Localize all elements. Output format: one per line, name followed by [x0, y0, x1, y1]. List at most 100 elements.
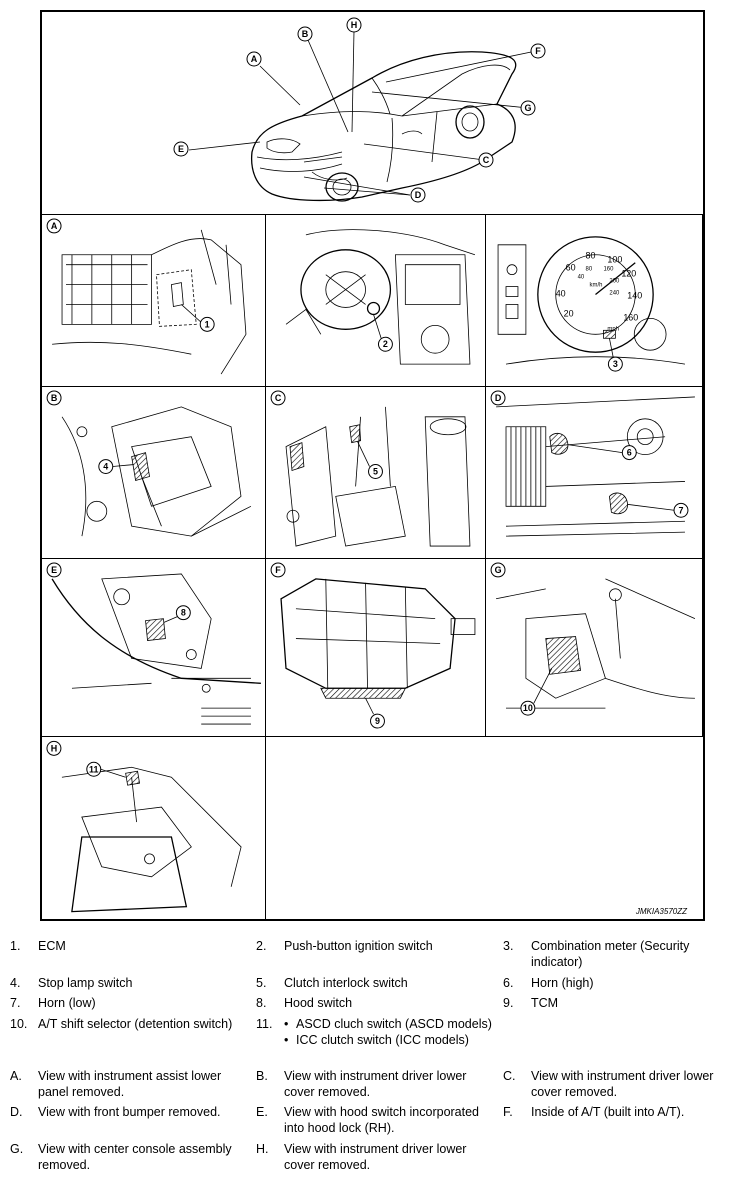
ascd-clutch-switch: ASCD cluch switch (ASCD models)	[284, 1016, 494, 1032]
panel-F: F 9	[266, 559, 486, 737]
panel-G: G 10	[486, 559, 703, 737]
panel-E-letter: E	[46, 562, 62, 578]
svg-text:C: C	[275, 393, 282, 403]
legend-item-1: 1.ECM	[10, 939, 66, 953]
speed-140: 140	[627, 291, 642, 301]
svg-text:9: 9	[375, 716, 380, 726]
legend-item-11-bullets: ASCD cluch switch (ASCD models) ICC clut…	[284, 1016, 494, 1048]
empty-panel	[266, 737, 703, 919]
speed-60: 60	[566, 263, 576, 273]
panel-combination-meter: 20 40 60 80 100 120 140 160 km/h mph 40 …	[486, 215, 703, 387]
km-40: 40	[578, 275, 585, 281]
svg-text:B: B	[302, 29, 309, 39]
svg-text:4: 4	[103, 462, 108, 472]
legend-item-6: 6.Horn (high)	[503, 976, 594, 990]
svg-text:F: F	[275, 565, 281, 575]
legend-item-11: 11. ASCD cluch switch (ASCD models) ICC …	[256, 1016, 494, 1048]
panel-H-letter: H	[46, 740, 62, 756]
svg-text:8: 8	[181, 608, 186, 618]
callout-11: 11	[86, 761, 102, 777]
car-overview: A B H F G C E D	[42, 12, 703, 215]
svg-text:D: D	[495, 393, 502, 403]
svg-text:H: H	[351, 20, 358, 30]
panel-D: D 6 7	[486, 387, 703, 559]
speed-100: 100	[607, 255, 622, 265]
panel-D-letter: D	[490, 390, 506, 406]
speed-120: 120	[621, 269, 636, 279]
svg-text:1: 1	[205, 319, 210, 329]
legend-item-7: 7.Horn (low)	[10, 996, 96, 1010]
svg-text:3: 3	[613, 359, 618, 369]
callout-G: G	[520, 100, 536, 116]
svg-text:G: G	[495, 565, 502, 575]
callout-7: 7	[673, 502, 689, 518]
view-C: C.View with instrument driver lower cove…	[503, 1069, 714, 1099]
figure-code: JMKIA3570ZZ	[635, 907, 687, 916]
legend-item-4: 4.Stop lamp switch	[10, 976, 133, 990]
view-H: H.View with instrument driver lower cove…	[256, 1142, 467, 1172]
view-F: F.Inside of A/T (built into A/T).	[503, 1105, 685, 1119]
callout-10: 10	[520, 700, 536, 716]
panel-push-button: 2	[266, 215, 486, 387]
callout-C: C	[478, 152, 494, 168]
view-A: A.View with instrument assist lower pane…	[10, 1069, 222, 1099]
car-illustration: A B H F G C E D	[173, 17, 546, 203]
speed-20: 20	[564, 308, 574, 318]
svg-text:G: G	[524, 103, 531, 113]
km-240: 240	[609, 291, 620, 297]
speed-80: 80	[586, 251, 596, 261]
svg-text:D: D	[415, 190, 422, 200]
legend-item-8: 8.Hood switch	[256, 996, 353, 1010]
panel-H: H 11	[42, 737, 266, 919]
svg-text:10: 10	[523, 703, 533, 713]
callout-5: 5	[368, 464, 383, 479]
panel-B-letter: B	[46, 390, 62, 406]
legend-item-9: 9.TCM	[503, 996, 559, 1010]
security-indicator-icon	[603, 329, 616, 339]
diagram-frame: A B H F G C E D A 1	[40, 10, 705, 921]
callout-A: A	[246, 51, 262, 67]
svg-text:7: 7	[678, 505, 683, 515]
svg-text:5: 5	[373, 467, 378, 477]
svg-text:11: 11	[89, 764, 98, 774]
panel-F-letter: F	[270, 562, 286, 578]
callout-9: 9	[370, 713, 385, 729]
panel-B: B 4	[42, 387, 266, 559]
svg-text:E: E	[178, 144, 184, 154]
callout-8: 8	[175, 605, 191, 621]
callout-F: F	[530, 43, 546, 59]
unit-kmh: km/h	[590, 283, 603, 289]
callout-6: 6	[621, 445, 637, 461]
callout-D: D	[410, 187, 426, 203]
svg-text:C: C	[483, 155, 490, 165]
callout-4: 4	[98, 459, 114, 474]
legend-item-3: 3.Combination meter (Security indicator)	[503, 939, 690, 969]
callout-B: B	[297, 26, 313, 42]
svg-text:F: F	[535, 46, 541, 56]
view-B: B.View with instrument driver lower cove…	[256, 1069, 467, 1099]
km-200: 200	[609, 279, 620, 285]
legend-item-10: 10.A/T shift selector (detention switch)	[10, 1017, 233, 1031]
svg-text:B: B	[51, 393, 58, 403]
callout-H: H	[346, 17, 362, 33]
speed-160: 160	[623, 312, 638, 322]
svg-text:2: 2	[383, 339, 388, 349]
panel-E: E 8	[42, 559, 266, 737]
km-80: 80	[586, 267, 593, 273]
unit-mph: mph	[607, 326, 619, 332]
km-160: 160	[603, 267, 614, 273]
view-E: E.View with hood switch incorporated int…	[256, 1105, 480, 1135]
svg-text:A: A	[51, 221, 58, 231]
panel-C: C 5	[266, 387, 486, 559]
speed-40: 40	[556, 289, 566, 299]
svg-text:A: A	[251, 54, 258, 64]
panel-G-letter: G	[490, 562, 506, 578]
svg-text:6: 6	[627, 448, 632, 458]
panel-C-letter: C	[270, 390, 286, 406]
panel-A: A 1	[42, 215, 266, 387]
callout-3: 3	[607, 356, 623, 372]
legend-item-5: 5.Clutch interlock switch	[256, 976, 408, 990]
icc-clutch-switch: ICC clutch switch (ICC models)	[284, 1032, 494, 1048]
svg-text:E: E	[51, 565, 57, 575]
view-D: D.View with front bumper removed.	[10, 1105, 221, 1119]
